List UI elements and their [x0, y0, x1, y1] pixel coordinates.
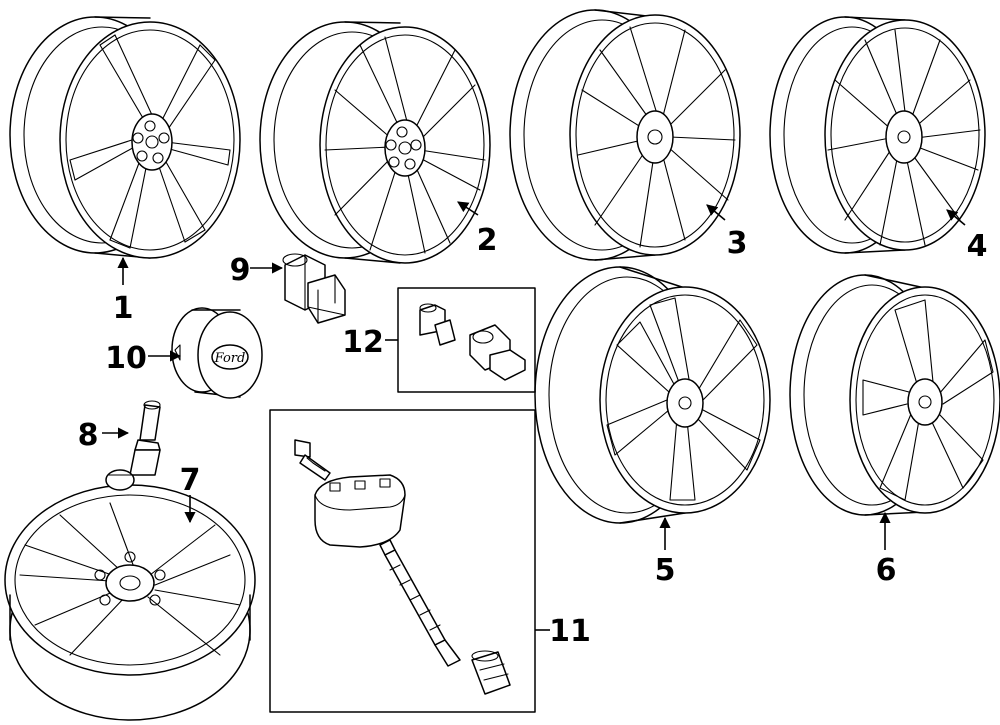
wheel-2 — [259, 21, 491, 264]
callout-9: 9 — [230, 253, 251, 288]
wheel-6 — [789, 274, 1000, 516]
callout-3: 3 — [727, 226, 748, 261]
callout-2: 2 — [477, 223, 498, 258]
center-cap: Ford — [171, 307, 263, 399]
wheel-4 — [769, 16, 986, 254]
callout-4: 4 — [967, 229, 988, 264]
callout-5: 5 — [655, 553, 676, 588]
tpms-kit — [269, 409, 536, 713]
callout-11: 11 — [549, 614, 591, 649]
callout-12: 12 — [342, 325, 384, 360]
wheel-3 — [509, 9, 741, 261]
wheel-7 — [4, 484, 256, 721]
svg-text:Ford: Ford — [214, 351, 246, 366]
callout-8: 8 — [78, 418, 99, 453]
callout-10: 10 — [105, 341, 147, 376]
lug-nut — [282, 253, 346, 324]
callout-6: 6 — [876, 553, 897, 588]
callout-labels: 1 2 3 4 5 6 7 8 9 10 11 12 — [78, 223, 988, 649]
wheel-lock-kit — [397, 287, 536, 393]
valve-stem — [105, 400, 161, 491]
leader-lines — [102, 201, 966, 631]
callout-7: 7 — [180, 463, 201, 498]
wheel-1 — [9, 16, 241, 259]
callout-1: 1 — [113, 291, 134, 326]
wheel-5 — [534, 266, 771, 524]
